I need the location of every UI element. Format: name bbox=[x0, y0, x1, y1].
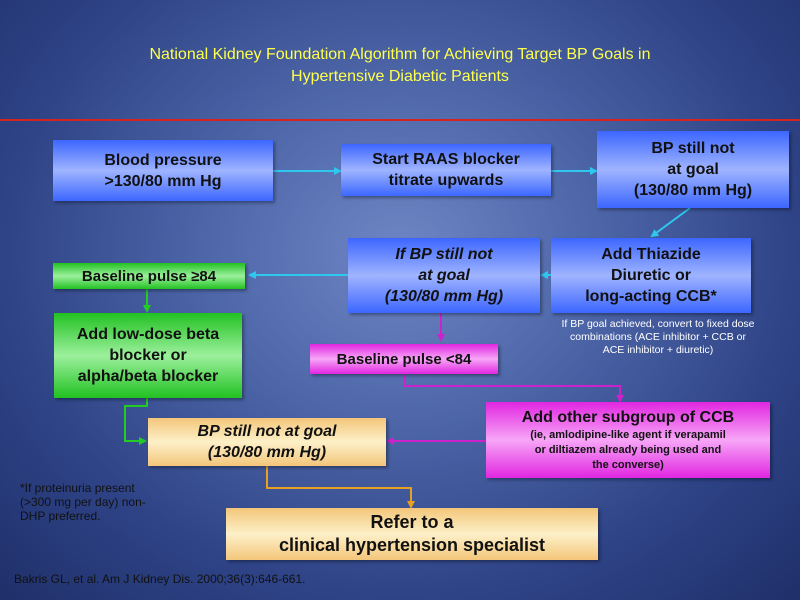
footnote-proteinuria-line-3: DHP preferred. bbox=[20, 509, 101, 523]
node-start-raas-line-2: titrate upwards bbox=[388, 172, 504, 189]
node-add-thiazide-line-1: Add Thiazide bbox=[601, 246, 701, 263]
page-title: National Kidney Foundation Algorithm for… bbox=[40, 44, 760, 88]
node-if-bp-still-not-at-goal-line-1: If BP still not bbox=[395, 246, 493, 263]
node-add-beta-blocker-line-3: alpha/beta blocker bbox=[77, 368, 219, 385]
title-line-1: National Kidney Foundation Algorithm for… bbox=[149, 46, 651, 63]
node-start-raas-line-1: Start RAAS blocker bbox=[372, 151, 520, 168]
citation: Bakris GL, et al. Am J Kidney Dis. 2000;… bbox=[14, 572, 306, 586]
node-add-thiazide: Add Thiazide Diuretic or long-acting CCB… bbox=[551, 238, 751, 313]
arrow-bp-goal-3-to-refer bbox=[266, 466, 415, 509]
node-add-other-ccb: Add other subgroup of CCB (ie, amlodipin… bbox=[486, 402, 770, 478]
node-bp-still-not-at-goal-3-line-2: (130/80 mm Hg) bbox=[207, 444, 327, 461]
note-fixed-dose-line-3: ACE inhibitor + diuretic) bbox=[602, 344, 714, 356]
node-refer-specialist: Refer to a clinical hypertension special… bbox=[226, 508, 598, 560]
node-baseline-pulse-low: Baseline pulse <84 bbox=[310, 344, 498, 374]
node-add-thiazide-line-2: Diuretic or bbox=[610, 267, 691, 284]
node-bp-start-line-2: >130/80 mm Hg bbox=[104, 172, 222, 190]
node-add-other-ccb-line-2: (ie, amlodipine-like agent if verapamil bbox=[530, 428, 726, 441]
node-if-bp-still-not-at-goal: If BP still not at goal (130/80 mm Hg) bbox=[348, 238, 540, 313]
node-add-thiazide-line-3: long-acting CCB* bbox=[585, 288, 717, 305]
arrow-pulse-low-to-other-ccb bbox=[404, 375, 624, 403]
node-baseline-pulse-high-label: Baseline pulse ≥84 bbox=[81, 267, 217, 285]
note-fixed-dose-line-1: If BP goal achieved, convert to fixed do… bbox=[561, 318, 755, 330]
node-add-other-ccb-line-4: the converse) bbox=[592, 458, 664, 471]
node-add-beta-blocker: Add low-dose beta blocker or alpha/beta … bbox=[54, 313, 242, 398]
node-if-bp-still-not-at-goal-line-2: at goal bbox=[418, 267, 470, 284]
footnote-proteinuria-line-2: (>300 mg per day) non- bbox=[20, 495, 146, 509]
node-bp-still-not-at-goal-1-line-1: BP still not bbox=[651, 140, 735, 157]
node-if-bp-still-not-at-goal-line-3: (130/80 mm Hg) bbox=[384, 288, 504, 305]
node-bp-still-not-at-goal-3-line-1: BP still not at goal bbox=[197, 423, 337, 440]
arrow-beta-to-bp-goal-3 bbox=[124, 398, 148, 445]
node-add-beta-blocker-line-2: blocker or bbox=[109, 347, 187, 364]
node-add-other-ccb-line-3: or diltiazem already being used and bbox=[534, 443, 722, 456]
node-baseline-pulse-low-label: Baseline pulse <84 bbox=[336, 350, 472, 368]
node-bp-still-not-at-goal-1: BP still not at goal (130/80 mm Hg) bbox=[597, 131, 789, 208]
title-divider bbox=[0, 119, 800, 121]
node-refer-specialist-line-1: Refer to a bbox=[370, 512, 454, 532]
node-bp-start-line-1: Blood pressure bbox=[104, 151, 222, 169]
node-baseline-pulse-high: Baseline pulse ≥84 bbox=[53, 263, 245, 289]
node-start-raas: Start RAAS blocker titrate upwards bbox=[341, 144, 551, 196]
note-fixed-dose-line-2: combinations (ACE inhibitor + CCB or bbox=[570, 331, 746, 343]
node-bp-still-not-at-goal-1-line-2: at goal bbox=[667, 161, 719, 178]
arrow-bp-goal-to-thiazide bbox=[650, 207, 691, 238]
node-bp-start: Blood pressure >130/80 mm Hg bbox=[53, 140, 273, 201]
node-bp-still-not-at-goal-3: BP still not at goal (130/80 mm Hg) bbox=[148, 418, 386, 466]
footnote-proteinuria-line-1: *If proteinuria present bbox=[20, 481, 135, 495]
note-fixed-dose: If BP goal achieved, convert to fixed do… bbox=[516, 318, 800, 357]
node-refer-specialist-line-2: clinical hypertension specialist bbox=[278, 535, 546, 555]
title-line-2: Hypertensive Diabetic Patients bbox=[291, 68, 509, 85]
node-add-other-ccb-line-1: Add other subgroup of CCB bbox=[521, 408, 735, 426]
node-add-beta-blocker-line-1: Add low-dose beta bbox=[76, 326, 220, 343]
node-bp-still-not-at-goal-1-line-3: (130/80 mm Hg) bbox=[633, 182, 753, 199]
footnote-proteinuria: *If proteinuria present (>300 mg per day… bbox=[20, 481, 220, 523]
